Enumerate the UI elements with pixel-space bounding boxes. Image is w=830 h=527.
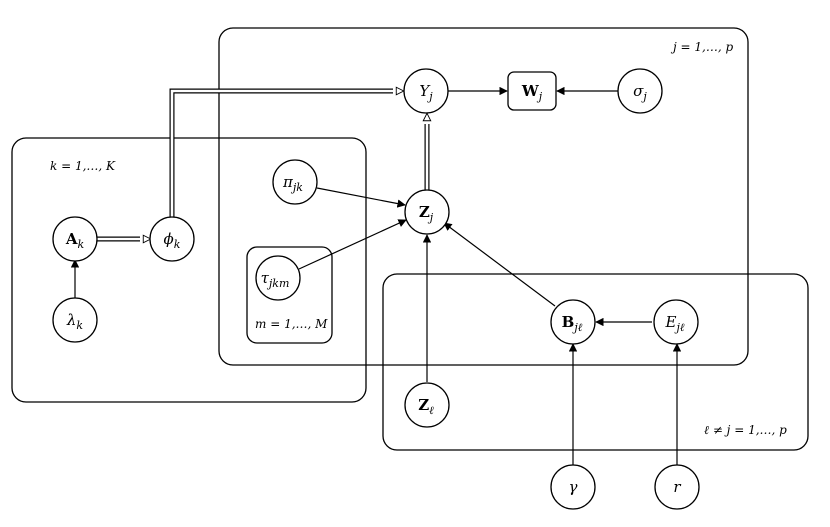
node-lambda-k: λk bbox=[52, 297, 98, 343]
node-pi-jk-main: π bbox=[282, 173, 294, 191]
node-z-l-sub: ℓ bbox=[429, 404, 434, 417]
node-phi-k-sub: k bbox=[174, 238, 181, 251]
node-w-j-sub: j bbox=[536, 90, 543, 103]
node-y-j: Yj bbox=[403, 68, 449, 114]
node-e-jl-sub: jℓ bbox=[673, 321, 684, 334]
svg-text:Zℓ: Zℓ bbox=[418, 396, 434, 417]
plate-j bbox=[218, 27, 749, 366]
node-phi-k-main: ϕ bbox=[164, 230, 174, 248]
node-a-k-sub: k bbox=[77, 238, 84, 251]
plate-l-label: ℓ ≠ j = 1,…, p bbox=[704, 423, 787, 437]
node-z-j-sub: j bbox=[427, 211, 434, 224]
node-b-jl-main: B bbox=[562, 313, 575, 331]
node-b-jl: Bjℓ bbox=[550, 299, 596, 345]
svg-text:Ak: Ak bbox=[65, 230, 85, 251]
node-z-j: Zj bbox=[404, 189, 450, 235]
edge-phi-to-y bbox=[169, 91, 403, 218]
svg-text:σj: σj bbox=[633, 82, 647, 103]
node-a-k: Ak bbox=[52, 216, 98, 262]
node-a-k-main: A bbox=[65, 230, 78, 248]
node-sigma-j-main: σ bbox=[633, 82, 644, 100]
plate-k bbox=[11, 137, 367, 403]
node-w-j-main: W bbox=[521, 82, 540, 100]
svg-text:Yj: Yj bbox=[419, 82, 433, 103]
node-lambda-k-main: λ bbox=[66, 311, 77, 329]
node-w-j: Wj bbox=[507, 71, 557, 111]
node-z-l-main: Z bbox=[418, 396, 429, 414]
node-z-j-main: Z bbox=[419, 203, 430, 221]
edge-pi-to-z bbox=[316, 187, 406, 208]
plate-k-label: k = 1,…, K bbox=[50, 159, 116, 173]
node-sigma-j: σj bbox=[617, 68, 663, 114]
node-gamma-main: γ bbox=[569, 478, 578, 496]
node-pi-jk: πjk bbox=[272, 159, 318, 205]
node-y-j-sub: j bbox=[426, 90, 433, 103]
plate-m-label: m = 1,…, M bbox=[255, 317, 328, 331]
plate-m bbox=[246, 246, 333, 344]
node-sigma-j-sub: j bbox=[640, 90, 647, 103]
plate-j-label: j = 1,…, p bbox=[670, 40, 733, 54]
node-gamma: γ bbox=[550, 464, 596, 510]
svg-text:Bjℓ: Bjℓ bbox=[562, 313, 583, 334]
svg-text:Ejℓ: Ejℓ bbox=[665, 313, 685, 334]
node-r-main: r bbox=[673, 478, 681, 496]
node-e-jl: Ejℓ bbox=[653, 299, 699, 345]
node-e-jl-main: E bbox=[665, 313, 677, 331]
plate-l bbox=[382, 273, 809, 451]
svg-text:τjkm: τjkm bbox=[261, 269, 290, 290]
node-tau-jkm-main: τ bbox=[261, 269, 270, 287]
svg-text:πjk: πjk bbox=[282, 173, 303, 194]
node-z-l: Zℓ bbox=[404, 382, 450, 428]
node-y-j-main: Y bbox=[419, 82, 431, 100]
edge-tau-to-z bbox=[298, 219, 407, 270]
edge-b-to-z bbox=[443, 222, 556, 307]
svg-text:Zj: Zj bbox=[419, 203, 434, 224]
node-lambda-k-sub: k bbox=[76, 319, 83, 332]
svg-text:λk: λk bbox=[66, 311, 84, 332]
svg-text:ϕk: ϕk bbox=[164, 230, 181, 251]
node-b-jl-sub: jℓ bbox=[571, 321, 582, 334]
node-r: r bbox=[654, 464, 700, 510]
node-tau-jkm-sub: jkm bbox=[266, 277, 290, 290]
svg-text:Wj: Wj bbox=[521, 82, 543, 103]
node-tau-jkm: τjkm bbox=[255, 255, 301, 301]
node-phi-k: ϕk bbox=[149, 216, 195, 262]
node-pi-jk-sub: jk bbox=[290, 181, 303, 194]
